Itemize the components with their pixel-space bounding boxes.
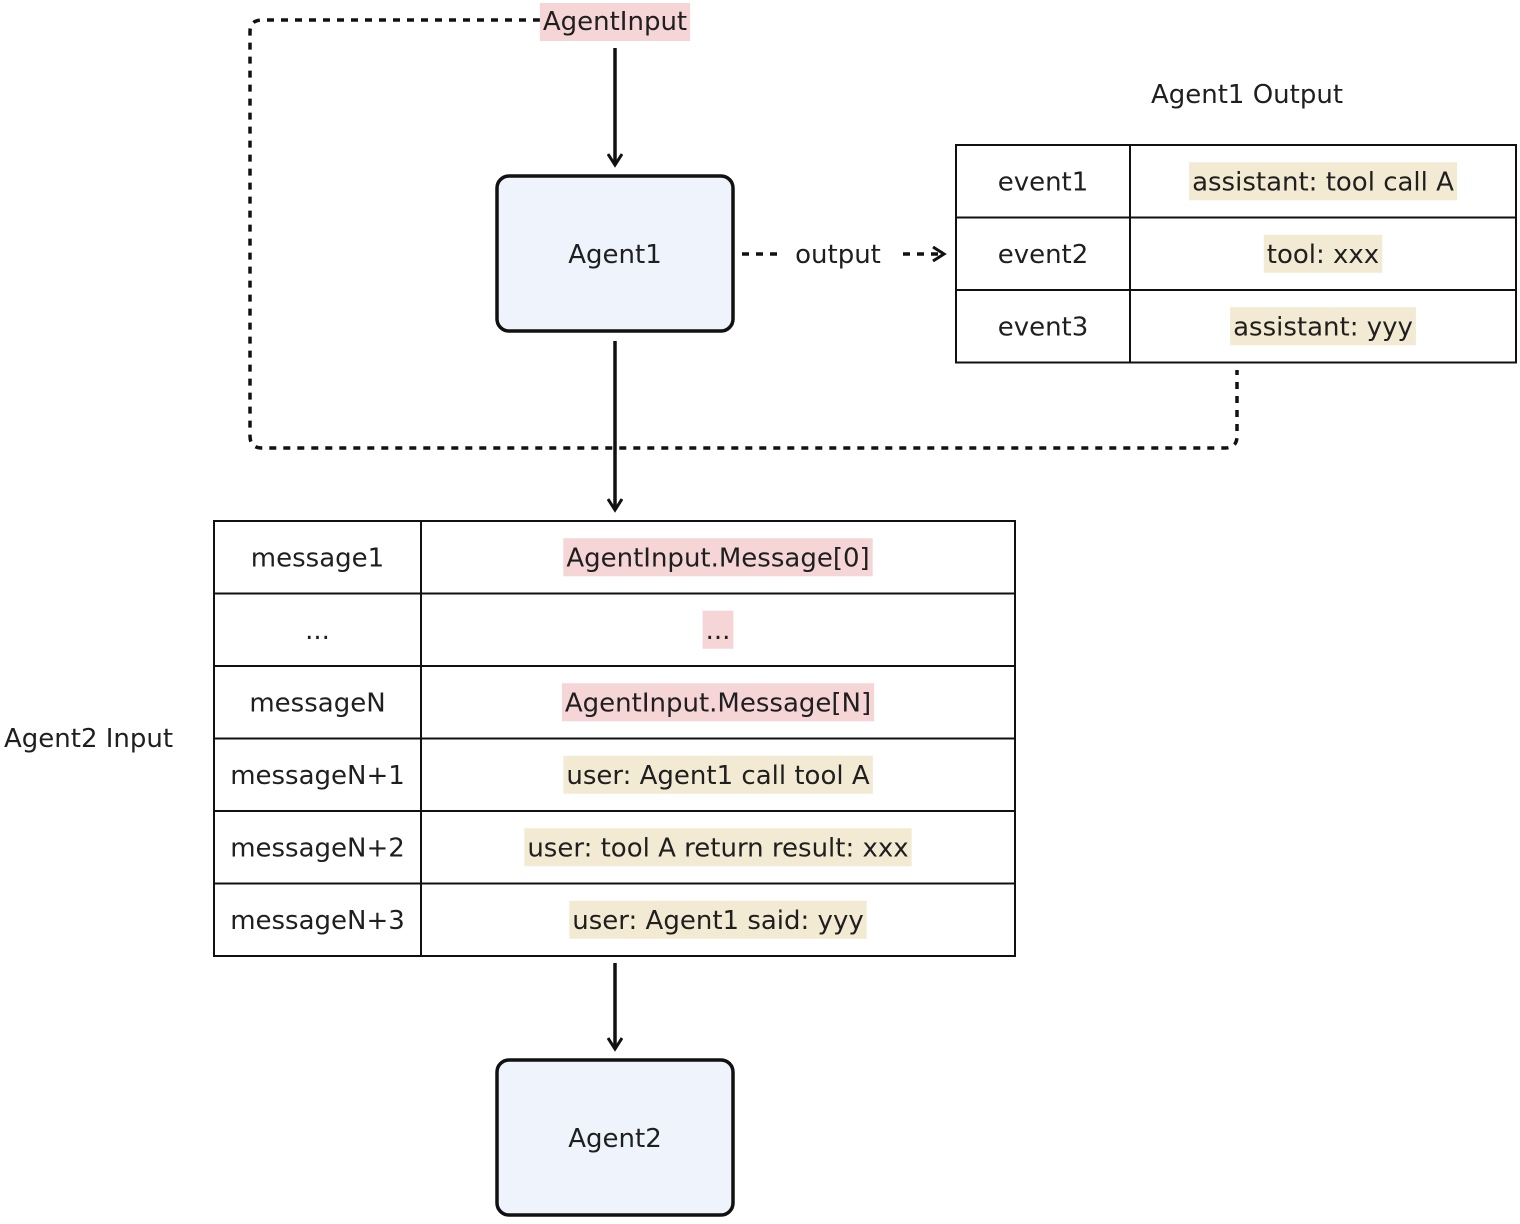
output-label: output <box>795 240 881 270</box>
table-value-highlight <box>524 828 912 867</box>
table-row-value: user: tool A return result: xxx <box>527 833 908 863</box>
table-row-value: assistant: yyy <box>1233 312 1413 342</box>
table-row-key: event1 <box>998 167 1089 197</box>
table-row-value: ... <box>706 616 731 646</box>
table-row-value: tool: xxx <box>1267 240 1379 270</box>
agent1-output-title: Agent1 Output <box>1151 80 1343 110</box>
table-value-highlight <box>561 683 875 722</box>
table-row-key: messageN <box>249 688 385 718</box>
table-value-highlight <box>1263 234 1383 273</box>
table-row-key: ... <box>305 616 330 646</box>
input-feedback-dashed-line <box>248 18 1239 450</box>
table-row-key: messageN+2 <box>230 833 405 863</box>
agent-input-label-highlight <box>539 3 691 41</box>
agent2-label: Agent2 <box>568 1124 662 1154</box>
agent1-box <box>495 174 735 333</box>
table-value-highlight <box>702 610 734 649</box>
table-value-highlight <box>563 538 873 577</box>
agent2-box <box>495 1058 735 1217</box>
table-value-highlight <box>563 755 873 794</box>
agent2-input-table: message1 AgentInput.Message[0]...... messa… <box>213 520 1016 957</box>
table-row-key: messageN+1 <box>230 761 405 791</box>
table-row-key: message1 <box>251 543 384 573</box>
agent-input-label: AgentInput <box>543 7 687 37</box>
table-row-value: user: Agent1 said: yyy <box>572 906 863 936</box>
table-value-highlight <box>569 900 867 939</box>
table-value-highlight <box>1189 162 1458 201</box>
table-value-highlight <box>1230 307 1416 346</box>
table-row-value: AgentInput.Message[0] <box>566 543 869 573</box>
table-row-value: assistant: tool call A <box>1192 167 1454 197</box>
table-row-value: user: Agent1 call tool A <box>566 761 869 791</box>
table-row-value: AgentInput.Message[N] <box>565 688 871 718</box>
table-row-key: messageN+3 <box>230 906 405 936</box>
agent1-label: Agent1 <box>568 240 662 270</box>
table-row-key: event2 <box>998 240 1089 270</box>
agent1-output-table: event1 assistant: tool call A event2 tool: … <box>955 144 1517 364</box>
agent2-input-title: Agent2 Input <box>4 724 173 754</box>
table-row-key: event3 <box>998 312 1089 342</box>
